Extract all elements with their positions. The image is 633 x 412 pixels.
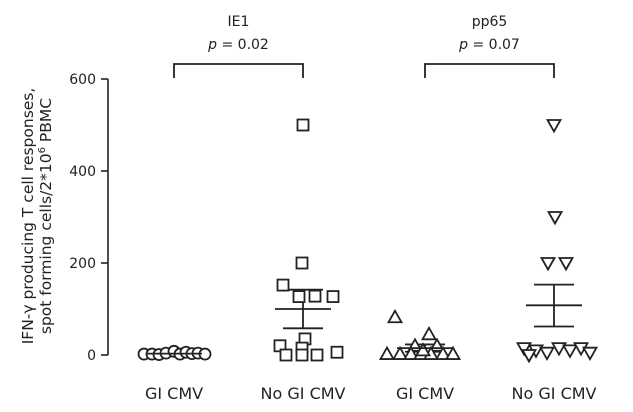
series-3 — [515, 119, 599, 364]
svg-text:spot forming cells/2*106 PBMC: spot forming cells/2*106 PBMC — [37, 98, 55, 334]
y-axis-label: IFN-γ producing T cell responses, spot f… — [19, 88, 55, 345]
group-name-label: IE1 — [228, 14, 250, 30]
data-point-square — [296, 118, 310, 132]
data-point-triangle-up — [414, 342, 432, 357]
series-2 — [378, 308, 462, 360]
data-point-triangle-down — [550, 342, 568, 357]
data-point-triangle-down — [546, 211, 564, 226]
data-marks — [137, 118, 599, 364]
x-category-label: No GI CMV — [512, 384, 597, 403]
data-point-triangle-up — [420, 325, 438, 341]
x-category-label: GI CMV — [145, 384, 203, 403]
data-point-square — [326, 290, 340, 303]
y-axis-label-line2: spot forming cells/2*10 — [37, 153, 55, 334]
data-point-triangle-up — [391, 345, 409, 360]
data-point-triangle-down — [545, 119, 563, 134]
x-category-label: No GI CMV — [261, 384, 346, 403]
data-point-square — [292, 290, 306, 303]
data-point-triangle-up — [434, 345, 452, 360]
p-value-number: = 0.02 — [217, 37, 269, 53]
y-tick-label: 0 — [87, 348, 96, 364]
y-axis-label-line1: IFN-γ producing T cell responses, — [19, 88, 37, 345]
series-1 — [273, 118, 344, 362]
y-tick-label: 200 — [69, 256, 96, 272]
group-name-label: pp65 — [472, 14, 508, 30]
data-point-triangle-down — [581, 346, 599, 362]
series-0 — [137, 344, 212, 361]
data-point-triangle-down — [539, 257, 557, 272]
significance-bracket — [173, 63, 304, 78]
axes: 0 200 400 600 — [69, 72, 109, 364]
data-point-square — [279, 348, 293, 362]
data-point-triangle-up — [444, 345, 462, 360]
x-category-label: GI CMV — [396, 384, 454, 403]
data-point-triangle-up — [402, 345, 420, 360]
significance-bracket — [424, 63, 555, 78]
p-value-symbol: p — [458, 37, 468, 53]
y-axis-label-line2-end: PBMC — [37, 98, 55, 147]
data-point-triangle-up — [386, 308, 404, 324]
data-point-triangle-down — [557, 257, 575, 272]
y-tick-label: 400 — [69, 164, 96, 180]
p-value-label: p = 0.02 — [207, 37, 269, 53]
data-point-square — [295, 256, 309, 270]
p-value-symbol: p — [207, 37, 217, 53]
data-point-square — [330, 345, 344, 359]
data-point-triangle-down — [515, 342, 533, 357]
y-axis-label-sup: 6 — [37, 147, 48, 153]
data-point-triangle-down — [561, 344, 579, 359]
y-tick-label: 600 — [69, 72, 96, 88]
data-point-square — [308, 289, 322, 303]
data-point-square — [276, 278, 290, 292]
data-point-triangle-down — [538, 346, 556, 362]
category-labels: GI CMV No GI CMV GI CMV No GI CMV — [145, 384, 597, 403]
data-point-triangle-down — [520, 349, 538, 364]
p-value-label: p = 0.07 — [458, 37, 520, 53]
data-point-square — [295, 348, 309, 362]
data-point-square — [310, 348, 324, 362]
svg-text:IFN-γ producing T cell respons: IFN-γ producing T cell responses, — [19, 88, 37, 345]
p-value-number: = 0.07 — [468, 37, 520, 53]
data-point-triangle-up — [378, 345, 396, 360]
